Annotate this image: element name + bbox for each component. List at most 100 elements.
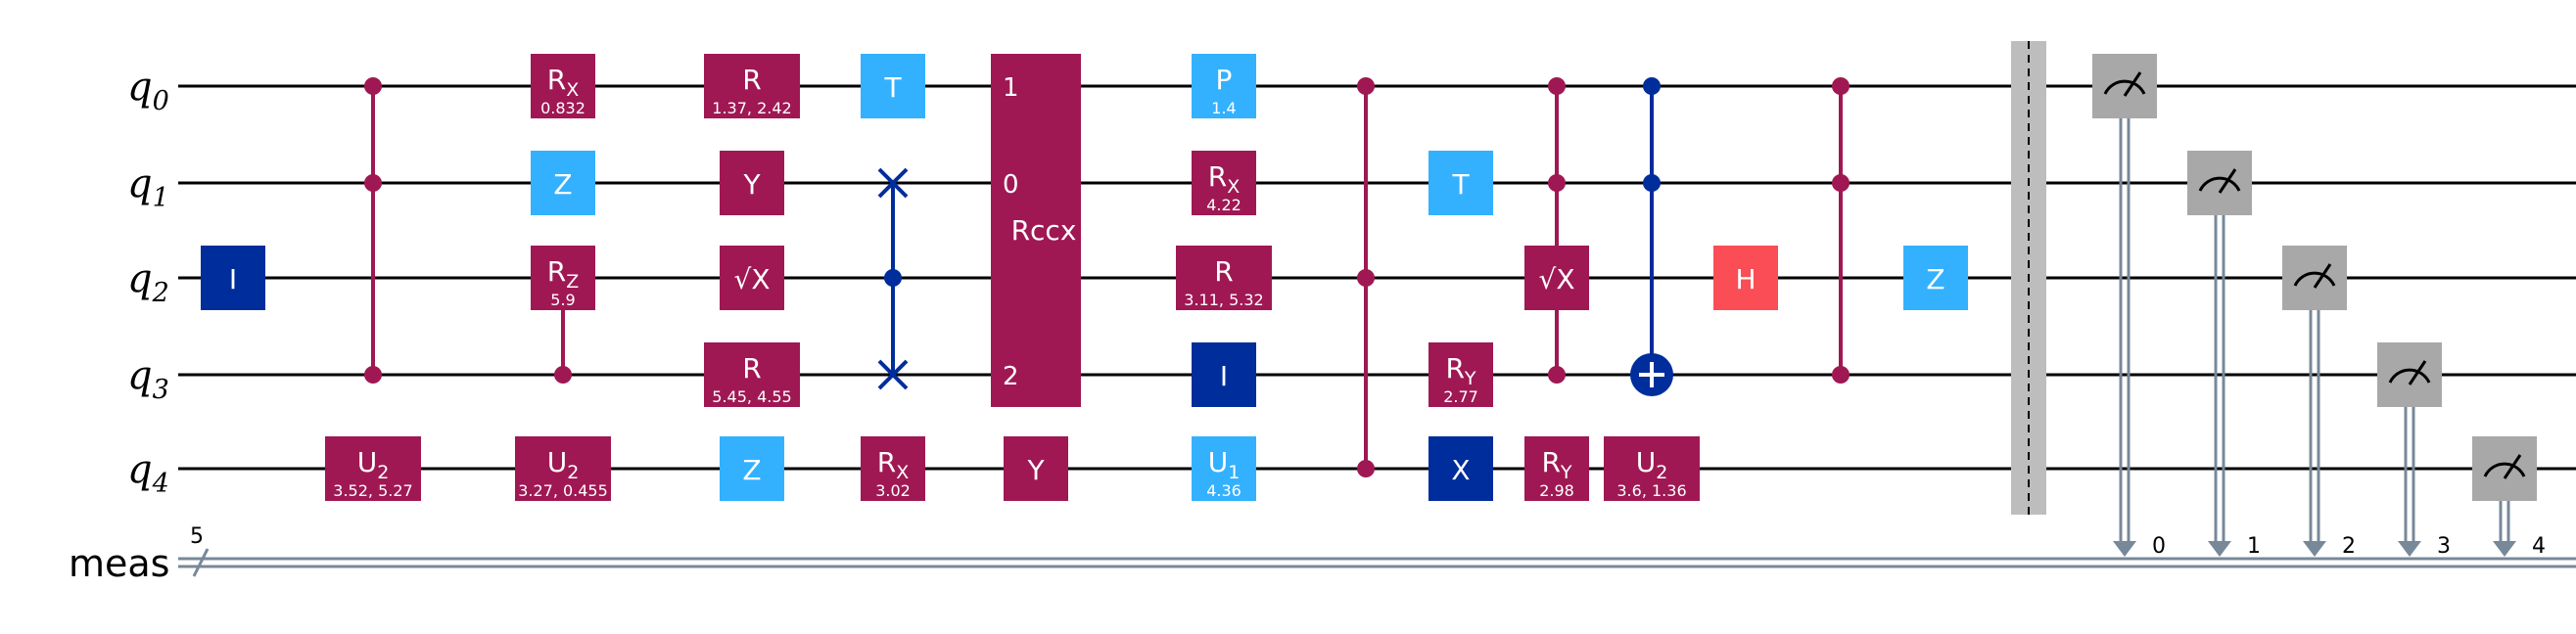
gate-param: 3.11, 5.32	[1184, 291, 1263, 309]
classical-width-slash	[192, 548, 210, 577]
control-dot	[884, 269, 902, 287]
measure-arrow-icon	[2493, 541, 2516, 557]
gate-label: RY	[1541, 446, 1571, 483]
gate-T	[1429, 151, 1493, 215]
meter-needle-icon	[2313, 263, 2332, 289]
control-dot	[1643, 77, 1661, 95]
gate-param: 5.9	[550, 291, 575, 309]
gate-param: 1.37, 2.42	[712, 99, 791, 117]
gate-U2	[515, 436, 611, 501]
wire-label-q0: q0	[127, 65, 169, 116]
control-dot	[364, 174, 382, 192]
gate-param: 4.36	[1206, 481, 1241, 500]
rccx-pin-label: 1	[1003, 73, 1019, 103]
gate-label: RY	[1445, 352, 1475, 389]
meter-needle-icon	[2123, 71, 2142, 97]
classical-bit-label: 1	[2247, 534, 2261, 559]
gate-label: Z	[1926, 263, 1944, 295]
meter-arc-icon	[2103, 79, 2146, 95]
gate-label: √X	[733, 263, 770, 295]
classical-bit-label: 4	[2532, 534, 2546, 559]
gate-label: X	[1451, 454, 1470, 486]
gate-H	[1713, 246, 1778, 310]
gate-Z	[531, 151, 595, 215]
control-dot	[364, 366, 382, 384]
control-dot	[1357, 460, 1375, 477]
measure-arrow-icon	[2208, 541, 2231, 557]
meter-arc-icon	[2388, 368, 2431, 384]
control-dot	[1357, 77, 1375, 95]
gate-RX	[531, 54, 595, 118]
gate-RY	[1524, 436, 1589, 501]
gate-X	[1429, 436, 1493, 501]
control-dot	[1832, 174, 1850, 192]
measure-gate	[2092, 54, 2157, 118]
gate-I	[201, 246, 265, 310]
gate-label: I	[229, 263, 237, 295]
meter-arc-icon	[2293, 271, 2336, 287]
gate-label: P	[1216, 64, 1233, 96]
gate-sqrtX	[1524, 246, 1589, 310]
gate-param: 3.02	[875, 481, 911, 500]
control-dot	[1548, 77, 1566, 95]
wire-label-q3: q3	[127, 353, 169, 405]
gate-Z	[720, 436, 784, 501]
gate-label: H	[1735, 263, 1756, 295]
measure-gate	[2282, 246, 2347, 310]
measure-arrow-icon	[2303, 541, 2326, 557]
gate-R	[704, 54, 800, 118]
gate-P	[1192, 54, 1256, 118]
measure-gate	[2472, 436, 2537, 501]
gate-param: 2.98	[1539, 481, 1574, 500]
measure-arrow-icon	[2113, 541, 2136, 557]
gate-T	[861, 54, 925, 118]
gate-label: Z	[553, 168, 572, 201]
control-dot	[1357, 269, 1375, 287]
gate-label: T	[1451, 168, 1470, 201]
gate-I	[1192, 342, 1256, 407]
gate-RY	[1429, 342, 1493, 407]
gate-param: 4.22	[1206, 196, 1241, 214]
classical-bit-label: 2	[2342, 534, 2356, 559]
measure-gate	[2377, 342, 2442, 407]
rccx-gate	[991, 54, 1081, 407]
gate-label: I	[1220, 360, 1228, 392]
gate-param: 0.832	[540, 99, 585, 117]
gate-param: 3.52, 5.27	[333, 481, 412, 500]
control-dot	[1643, 174, 1661, 192]
gate-label: Y	[742, 168, 761, 201]
gate-label: T	[883, 71, 902, 104]
swap-cross-icon	[877, 359, 909, 390]
control-dot	[1832, 77, 1850, 95]
meter-arc-icon	[2483, 462, 2526, 477]
meter-needle-icon	[2503, 454, 2522, 479]
meter-needle-icon	[2218, 168, 2237, 194]
classical-bit-label: 3	[2437, 534, 2451, 559]
gate-label: Y	[1026, 454, 1045, 486]
measure-arrow-icon	[2398, 541, 2421, 557]
gate-label: U2	[357, 446, 390, 483]
wire-label-q1: q1	[127, 161, 169, 213]
gate-label: R	[1214, 255, 1233, 288]
gate-Y	[720, 151, 784, 215]
gate-label: R	[742, 352, 761, 385]
gates-layer	[201, 41, 2537, 515]
gate-label: R	[742, 64, 761, 96]
gate-U2	[325, 436, 421, 501]
classical-register-label: meas	[69, 542, 169, 585]
gate-label: Z	[742, 454, 761, 486]
wire-label-q4: q4	[127, 447, 169, 499]
gate-RX	[1192, 151, 1256, 215]
gate-param: 1.4	[1211, 99, 1236, 117]
gate-RZ	[531, 246, 595, 310]
connectors-layer	[371, 86, 2516, 557]
control-dot	[1548, 366, 1566, 384]
meter-arc-icon	[2198, 176, 2241, 192]
control-dot	[554, 366, 572, 384]
gate-R	[1176, 246, 1272, 310]
classical-width-label: 5	[190, 524, 204, 549]
gate-param: 3.27, 0.455	[518, 481, 608, 500]
swap-cross-icon	[877, 167, 909, 199]
